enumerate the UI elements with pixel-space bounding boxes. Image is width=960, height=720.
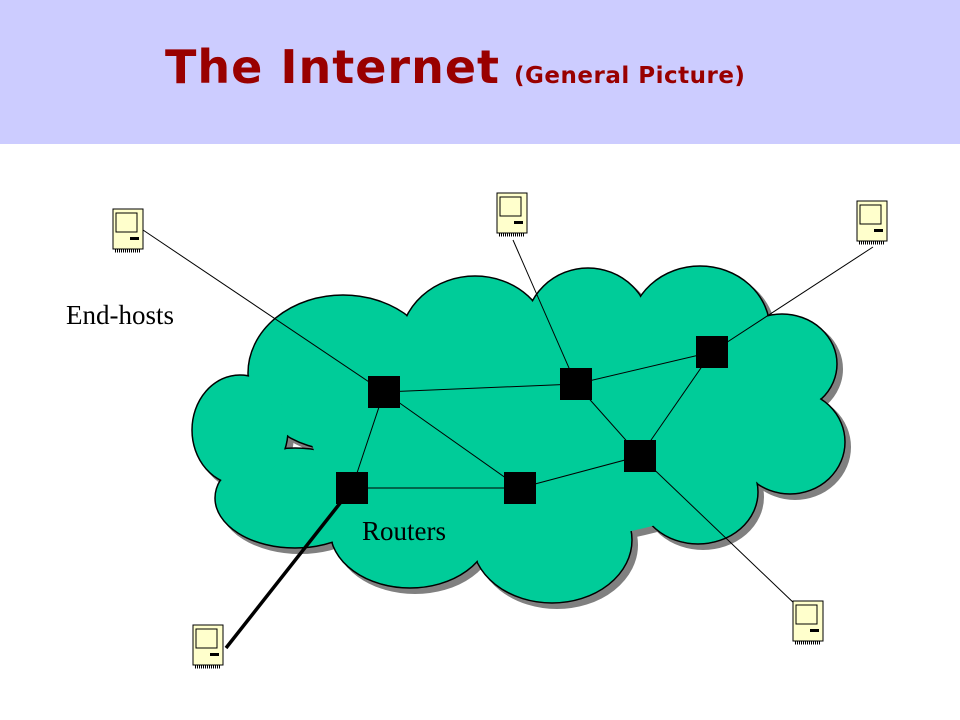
link-r1-r5 bbox=[383, 391, 521, 489]
cloud bbox=[193, 267, 844, 602]
page-title: The Internet(General Picture) bbox=[165, 44, 745, 90]
router-square-icon bbox=[696, 336, 728, 368]
router-square-icon bbox=[560, 368, 592, 400]
computer-icon bbox=[495, 191, 529, 237]
router-square-icon bbox=[624, 440, 656, 472]
routers bbox=[336, 336, 728, 504]
label-routers: Routers bbox=[362, 516, 446, 546]
router-square-icon bbox=[504, 472, 536, 504]
link-host2-r2 bbox=[512, 239, 577, 385]
router-square-icon bbox=[368, 376, 400, 408]
link-host3-r3 bbox=[711, 246, 874, 353]
title-main: The Internet bbox=[165, 40, 501, 94]
computer-icon bbox=[111, 207, 145, 253]
title-subtitle: (General Picture) bbox=[514, 63, 746, 89]
computer-icon bbox=[791, 599, 825, 645]
link-r5-r6 bbox=[519, 455, 641, 489]
label-end-hosts: End-hosts bbox=[66, 300, 174, 330]
computer-icon bbox=[855, 199, 889, 245]
link-host5-r6 bbox=[639, 455, 798, 607]
link-r6-r3 bbox=[639, 351, 713, 457]
link-r2-r3 bbox=[575, 351, 713, 385]
link-r1-r2 bbox=[383, 383, 577, 393]
header-band bbox=[0, 0, 960, 144]
router-square-icon bbox=[336, 472, 368, 504]
computer-icon bbox=[191, 623, 225, 669]
link-host4-r4-highlight bbox=[224, 486, 354, 650]
link-host1-r1 bbox=[142, 229, 385, 393]
